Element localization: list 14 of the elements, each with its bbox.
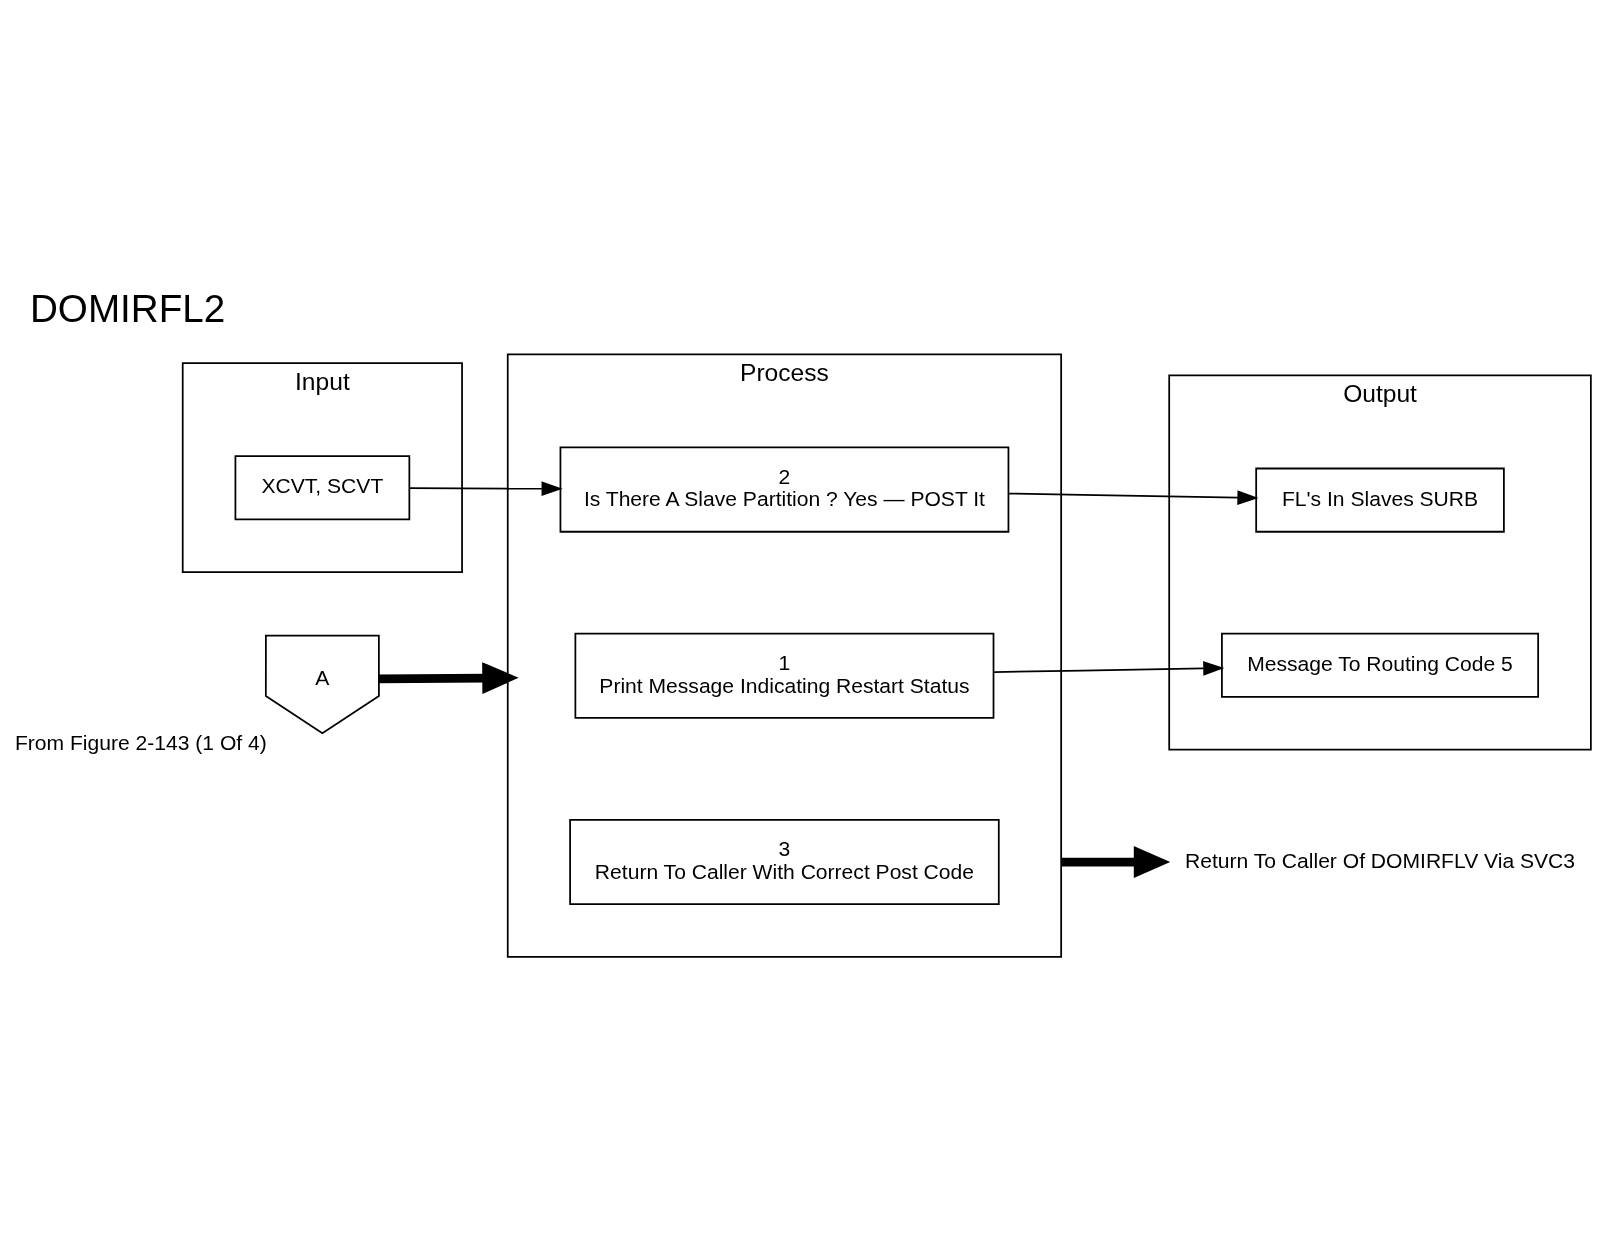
arrow (993, 660, 1225, 676)
arrow (409, 480, 563, 496)
node-box: 3 Return To Caller With Correct Post Code (569, 818, 1000, 905)
arrow (378, 661, 519, 694)
arrow (1061, 845, 1171, 878)
node-box: 2 Is There A Slave Partition ? Yes — POST It (559, 446, 1010, 533)
node-label: From Figure 2-143 (1 Of 4) (14, 730, 267, 754)
node-box: 1 Print Message Indicating Restart Status (574, 632, 995, 719)
arrow (1008, 489, 1259, 505)
diagram-title: DOMIRFL2 (29, 286, 226, 330)
node-text: Return To Caller Of DOMIRFLV Via SVC3 (1184, 847, 1576, 871)
node-box: XCVT, SCVT (234, 454, 411, 520)
node-box: FL's In Slaves SURB (1255, 467, 1505, 533)
node-box: Message To Routing Code 5 (1221, 632, 1540, 698)
